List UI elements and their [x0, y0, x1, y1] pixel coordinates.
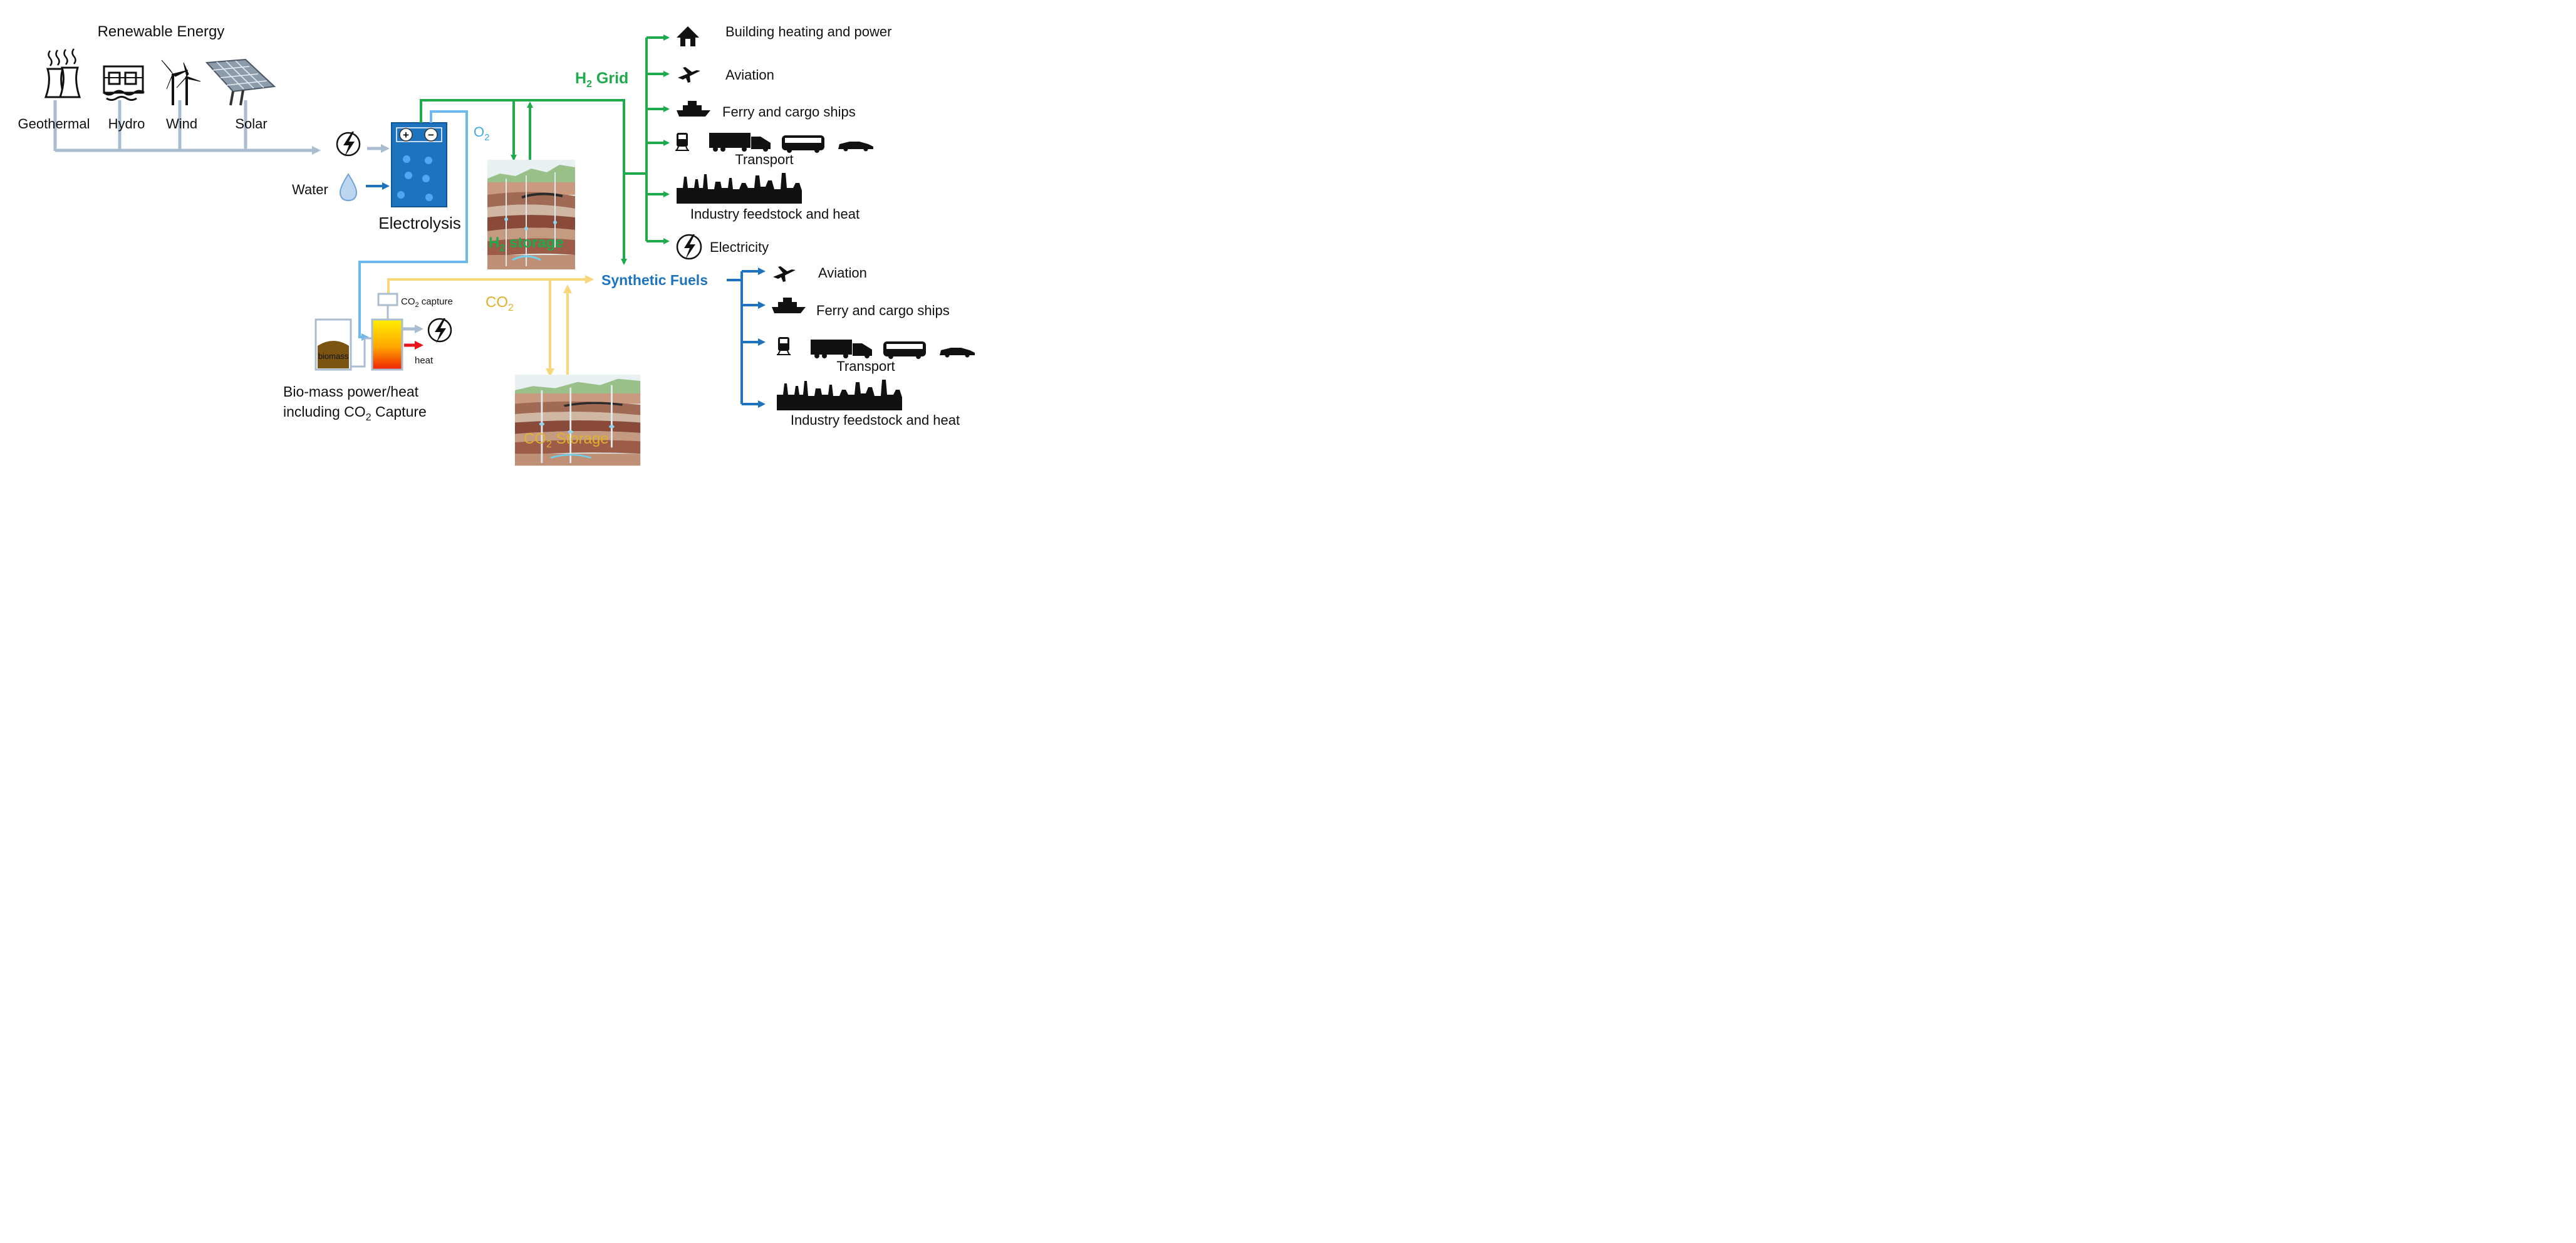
co2-capture-unit [377, 293, 398, 306]
bus-icon [782, 135, 824, 153]
biomass-tank-label: biomass [318, 351, 349, 361]
sf-use-ships-label: Ferry and cargo ships [816, 303, 950, 318]
sf-use-industry-label: Industry feedstock and heat [791, 412, 960, 428]
source-label-geothermal: Geothermal [18, 116, 90, 132]
biomass-feed-pipe [351, 337, 372, 368]
sf-truck-icon [811, 340, 872, 358]
co2-storage-label: CO2 Storage [524, 430, 609, 450]
sf-car-icon [940, 348, 975, 358]
o2-flow-line [358, 110, 468, 341]
biomass-electricity-icon [427, 318, 452, 343]
sf-use-aviation-label: Aviation [818, 265, 867, 281]
h2-grid-lines [420, 34, 670, 265]
renewable-collector-lines [53, 100, 321, 155]
use-transport-label: Transport [735, 152, 793, 167]
o2-label: O2 [474, 124, 489, 143]
source-label-solar: Solar [235, 116, 267, 132]
electrolyser-icon [391, 122, 447, 207]
sf-industry-skyline-icon [777, 380, 902, 410]
co2-label: CO2 [486, 294, 514, 313]
biomass-caption-line1: Bio-mass power/heat [283, 383, 419, 400]
biomass-caption-line2: including CO2 Capture [283, 403, 427, 423]
car-icon [838, 142, 873, 152]
use-electricity-label: Electricity [710, 239, 769, 255]
use-building-label: Building heating and power [725, 24, 891, 39]
water-drop-icon [339, 173, 358, 202]
biomass-tank [314, 318, 352, 371]
sf-bus-icon [883, 341, 926, 359]
h2-grid-label: H2 Grid [575, 70, 628, 90]
co2-capture-label: CO2 capture [401, 296, 453, 309]
anode-plus-label: + [403, 129, 409, 141]
wind-turbine-icon [161, 60, 201, 105]
truck-icon [709, 133, 771, 152]
electrolysis-label: Electrolysis [378, 214, 460, 232]
sf-airplane-icon [773, 266, 796, 282]
use-ships-label: Ferry and cargo ships [722, 104, 856, 120]
ship-icon [677, 101, 710, 117]
cathode-minus-label: − [428, 129, 434, 141]
hydro-dam-icon [103, 65, 145, 101]
house-icon [677, 26, 699, 46]
use-industry-label: Industry feedstock and heat [690, 206, 860, 222]
water-label: Water [292, 182, 328, 197]
geothermal-icon [44, 48, 81, 98]
source-label-wind: Wind [166, 116, 197, 132]
electricity-use-icon [676, 234, 702, 260]
use-aviation-label: Aviation [725, 67, 774, 83]
airplane-icon [678, 67, 700, 83]
electricity-icon [336, 132, 361, 157]
sf-train-icon [777, 337, 791, 355]
industry-skyline-icon [677, 173, 802, 204]
diagram-canvas: Renewable Energy Ge [18, 23, 975, 487]
source-label-hydro: Hydro [108, 116, 145, 132]
train-icon [675, 133, 689, 151]
co2-flow-lines [387, 275, 594, 377]
renewable-energy-title: Renewable Energy [98, 23, 225, 40]
co2-storage-geology-image [515, 375, 640, 465]
sf-use-transport-label: Transport [836, 358, 895, 374]
heat-label: heat [415, 355, 434, 366]
synthetic-fuels-lines [727, 268, 766, 408]
biomass-boiler [371, 318, 403, 371]
solar-panel-icon [205, 58, 276, 106]
synthetic-fuels-label: Synthetic Fuels [601, 272, 708, 288]
h2-storage-label: H2 storage [489, 234, 564, 254]
sf-ship-icon [772, 298, 806, 313]
